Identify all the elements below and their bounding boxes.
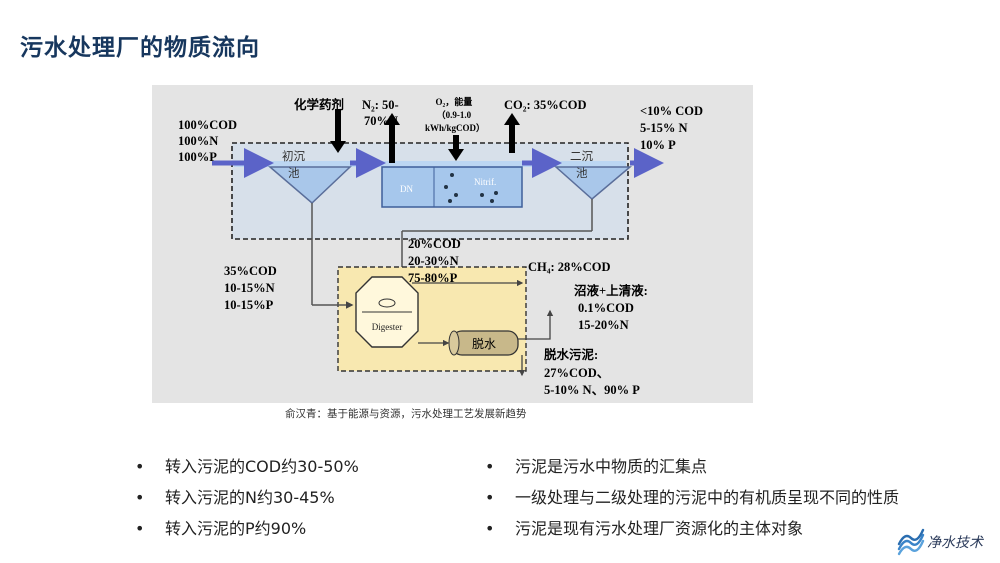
n2-label-2: 70%N: [364, 114, 398, 128]
svg-text:O₂，能量 （0.9-1.0 kWh: O₂，能量 （0.9-1.0 kWh/kgCOD）: [425, 96, 485, 133]
primary-tank-label-2: 池: [288, 167, 300, 180]
page-title: 污水处理厂的物质流向: [20, 35, 260, 61]
list-item: • 转入污泥的P约90%: [135, 518, 359, 549]
bullet-text: 一级处理与二级处理的污泥中的有机质呈现不同的性质: [515, 488, 900, 507]
source-caption: 俞汉青：基于能源与资源，污水处理工艺发展新趋势: [285, 408, 527, 420]
brand-logo: 净水技术: [895, 523, 995, 559]
bullet-text: 转入污泥的P约90%: [165, 519, 307, 538]
svg-text:100%COD 100%N 100%: 100%COD 100%N 100%P: [178, 118, 240, 164]
effluent-n: 5-15% N: [640, 121, 688, 135]
svg-text:N₂: 50- 70%N: N₂: 50- 70%N: [362, 98, 402, 128]
secondary-sludge-cod: 20%COD: [408, 237, 461, 251]
bullet-dot: •: [485, 457, 495, 476]
chemicals-label: 化学药剂: [294, 97, 344, 112]
svg-text:沼液+上清液: 0.1%COD 15: 沼液+上清液: 0.1%COD 15-20%N: [574, 283, 651, 332]
primary-sludge-p: 10-15%P: [224, 298, 274, 312]
list-item: • 污泥是现有污水处理厂资源化的主体对象: [485, 518, 899, 549]
svg-text:初沉 池: 初沉 池: [282, 149, 308, 180]
influent-cod: 100%COD: [178, 118, 237, 132]
wave-icon: [897, 528, 925, 556]
primary-clarifier: [267, 166, 352, 205]
list-item: • 一级处理与二级处理的污泥中的有机质呈现不同的性质: [485, 487, 899, 518]
bullet-list-left: • 转入污泥的COD约30-50% • 转入污泥的N约30-45% • 转入污泥的P约…: [135, 456, 359, 549]
liquor-n: 15-20%N: [578, 318, 629, 332]
svg-text:二沉 池: 二沉 池: [570, 150, 596, 180]
nitrif-label: Nitrif.: [474, 177, 496, 187]
digester-label: Digester: [372, 322, 403, 332]
svg-text:35%COD 10-15%N 10-: 35%COD 10-15%N 10-15%P: [224, 264, 280, 312]
svg-text:20%COD 20-30%N 75-: 20%COD 20-30%N 75-80%P: [408, 237, 464, 285]
dewater-label: 脱水: [472, 336, 496, 351]
water-channel: [234, 161, 626, 167]
bullet-dot: •: [485, 488, 495, 507]
secondary-sludge-p: 75-80%P: [408, 271, 458, 285]
effluent-cod: <10% COD: [640, 104, 703, 118]
bullet-dot: •: [135, 457, 145, 476]
primary-tank-label: 初沉: [282, 149, 305, 163]
n2-label: N₂: 50-: [362, 98, 399, 112]
bullet-list-right: •污泥是污水中物质的汇集点 •一级处理与二级处理的污泥中的有机质呈现不同的性质 …: [485, 456, 899, 549]
list-item: • 转入污泥的N约30-45%: [135, 487, 359, 518]
bullet-dot: •: [485, 519, 495, 538]
bullet-dot: •: [135, 488, 145, 507]
primary-sludge-n: 10-15%N: [224, 281, 275, 295]
list-item: • 污泥是污水中物质的汇集点: [485, 456, 899, 487]
liquor-label: 沼液+上清液:: [574, 283, 648, 298]
bullet-text: 转入污泥的COD约30-50%: [165, 457, 359, 476]
secondary-sludge-n: 20-30%N: [408, 254, 459, 268]
bullet-text: 污泥是污水中物质的汇集点: [515, 457, 708, 476]
secondary-tank-label: 二沉: [570, 150, 593, 163]
dewatered-np: 5-10% N、90% P: [544, 383, 640, 397]
ch4-label: CH₄: 28%COD: [528, 260, 611, 274]
secondary-tank-label-2: 池: [576, 167, 588, 180]
o2-energy-label: O₂，能量: [436, 96, 473, 107]
dewatered-cod: 27%COD、: [544, 366, 609, 380]
primary-sludge-cod: 35%COD: [224, 264, 277, 278]
effluent-p: 10% P: [640, 138, 676, 152]
material-flow-diagram: 100%COD 100%N 100%P 化学药剂 N₂: 50- 70%N O₂…: [152, 85, 753, 403]
bullet-text: 污泥是现有污水处理厂资源化的主体对象: [515, 519, 804, 538]
energy-range: （0.9-1.0: [437, 110, 472, 120]
co2-label: CO₂: 35%COD: [504, 98, 587, 112]
energy-unit: kWh/kgCOD）: [425, 123, 485, 133]
bullet-text: 转入污泥的N约30-45%: [165, 488, 335, 507]
bullet-dot: •: [135, 519, 145, 538]
liquor-cod: 0.1%COD: [578, 301, 634, 315]
influent-p: 100%P: [178, 150, 217, 164]
secondary-clarifier: [554, 166, 633, 200]
dn-label: DN: [400, 184, 413, 194]
logo-text: 净水技术: [927, 535, 985, 551]
list-item: • 转入污泥的COD约30-50%: [135, 456, 359, 487]
svg-text:<10% COD 5-15% N 1: <10% COD 5-15% N 10% P: [640, 104, 706, 152]
dewatered-label: 脱水污泥:: [544, 347, 598, 362]
influent-n: 100%N: [178, 134, 218, 148]
svg-text:脱水污泥: 27%COD、 5-10: 脱水污泥: 27%COD、 5-10% N、90% P: [544, 347, 640, 397]
